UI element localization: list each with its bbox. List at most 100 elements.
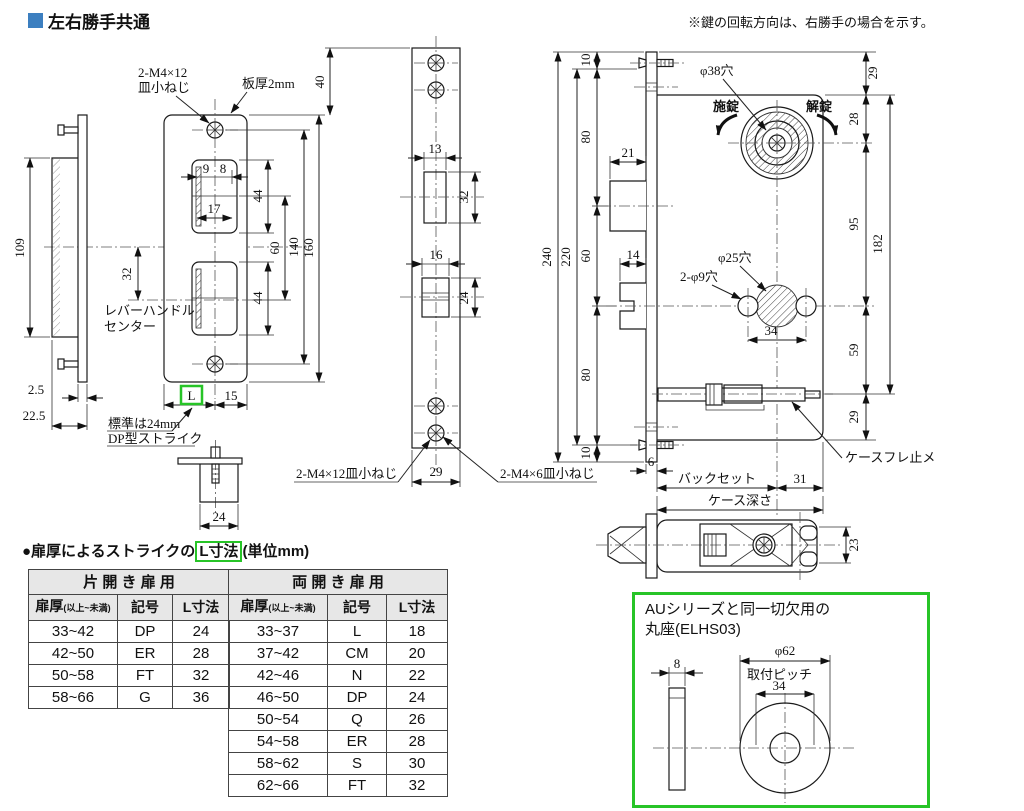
unlock-direction-label: 解錠 xyxy=(805,99,833,114)
strike-side-view: 109 2.5 22.5 xyxy=(12,114,310,430)
section-header: 左右勝手共通 xyxy=(28,8,150,33)
standard-note-2: DP型ストライク xyxy=(108,431,202,446)
dim-23: 23 xyxy=(846,539,861,552)
dim-15: 15 xyxy=(225,388,238,403)
dim-220: 220 xyxy=(558,247,573,267)
rotation-note: ※鍵の回転方向は、右勝手の場合を示す。 xyxy=(688,15,934,30)
lever-note-2: センター xyxy=(104,319,156,334)
dim-29-plate: 29 xyxy=(430,464,443,479)
screw-note-1: 2-M4×12 xyxy=(138,65,187,80)
dim-24-hole: 24 xyxy=(456,291,471,305)
dim-109: 109 xyxy=(12,238,27,258)
dim-28: 28 xyxy=(846,113,861,126)
round-seat-front-view: φ62 取付ピッチ 34 xyxy=(653,643,857,803)
dim-31: 31 xyxy=(794,471,807,486)
table-title: 両 開 き 扉 用 xyxy=(228,569,448,595)
l-dim-highlight-box xyxy=(179,384,204,406)
dim-9: 9 xyxy=(203,161,210,176)
col-symbol: 記号 xyxy=(327,594,387,621)
dim-17: 17 xyxy=(208,201,222,216)
table-title: 片 開 き 扉 用 xyxy=(28,569,230,595)
dim-32-lever: 32 xyxy=(119,268,134,281)
case-depth-label: ケース深さ xyxy=(708,493,772,508)
dim-160: 160 xyxy=(301,238,316,258)
backset-label: バックセット xyxy=(678,471,756,486)
col-l-dim: L寸法 xyxy=(386,594,448,621)
case-stay-label: ケースフレ止メ xyxy=(845,450,935,465)
dim-140: 140 xyxy=(286,237,301,257)
dim-8: 8 xyxy=(220,161,227,176)
col-symbol: 記号 xyxy=(117,594,173,621)
screw-note-m4x12: 2-M4×12皿小ねじ xyxy=(296,466,397,481)
dim-14: 14 xyxy=(627,247,641,262)
blue-square-bullet-icon xyxy=(28,13,43,28)
dim-80-top: 80 xyxy=(578,131,593,144)
round-seat-box: AUシリーズと同一切欠用の丸座(ELHS03) 8 φ62 取付ピッチ 34 xyxy=(632,592,930,808)
round-seat-drawing: 8 φ62 取付ピッチ 34 xyxy=(651,643,857,803)
dust-box-view: 24 xyxy=(177,440,243,530)
lock-case-view: 10 80 60 80 10 220 240 21 14 施錠 解錠 φ38穴 xyxy=(539,51,935,516)
dim-34-hub: 34 xyxy=(765,323,779,338)
l-table-heading-suffix: (単位mm) xyxy=(242,543,310,560)
col-door-thickness: 扉厚(以上~未満) xyxy=(228,594,328,621)
dim-24-dustbox: 24 xyxy=(213,509,227,524)
pitch-label: 取付ピッチ xyxy=(747,667,812,682)
unlock-rotation-arrow xyxy=(816,113,839,136)
face-plate-view: 13 32 16 24 29 2-M4×12皿小ねじ 2-M4×6皿小ねじ xyxy=(294,36,597,487)
round-seat-side-view: 8 xyxy=(651,656,703,791)
dim-10-bottom: 10 xyxy=(578,447,593,460)
dim-80-bottom: 80 xyxy=(578,369,593,382)
screw-note-m4x6: 2-M4×6皿小ねじ xyxy=(500,466,595,481)
dim-240: 240 xyxy=(539,247,554,267)
dim-10-top: 10 xyxy=(578,54,593,67)
dim-60: 60 xyxy=(267,242,282,255)
dim-32-hole: 32 xyxy=(456,191,471,204)
standard-note-1: 標準は24mm xyxy=(108,416,180,431)
dim-34-seat: 34 xyxy=(773,678,787,693)
hole9-label: 2-φ9穴 xyxy=(680,269,718,284)
lock-rotation-arrow xyxy=(715,113,738,136)
dim-16: 16 xyxy=(430,247,444,262)
screw-note-2: 皿小ねじ xyxy=(138,80,190,95)
dim-40: 40 xyxy=(312,76,327,89)
dim-59: 59 xyxy=(846,344,861,357)
dim-29-top: 29 xyxy=(865,67,880,80)
dim-29-bottom: 29 xyxy=(846,411,861,424)
lever-note-1: レバーハンドル xyxy=(104,303,195,318)
dim-60-case: 60 xyxy=(578,250,593,263)
dim-2-5: 2.5 xyxy=(28,382,44,397)
dim-13: 13 xyxy=(429,141,442,156)
lock-case-bottom-view: 23 xyxy=(596,512,861,580)
dim-95: 95 xyxy=(846,218,861,231)
dim-44-bottom: 44 xyxy=(250,291,265,305)
col-l-dim: L寸法 xyxy=(172,594,230,621)
dim-182: 182 xyxy=(870,234,885,254)
l-table-heading-prefix: ●扉厚によるストライクの xyxy=(22,543,196,560)
dim-8-seat: 8 xyxy=(674,656,681,671)
hole38-label: φ38穴 xyxy=(700,63,734,78)
dim-62-seat: φ62 xyxy=(775,643,796,658)
dim-6: 6 xyxy=(648,454,655,469)
lock-direction-label: 施錠 xyxy=(713,99,740,114)
col-door-thickness: 扉厚(以上~未満) xyxy=(28,594,118,621)
dim-21: 21 xyxy=(622,145,635,160)
thickness-note: 板厚2mm xyxy=(242,76,295,91)
dim-L: L xyxy=(188,388,196,403)
section-title: 左右勝手共通 xyxy=(48,13,150,32)
